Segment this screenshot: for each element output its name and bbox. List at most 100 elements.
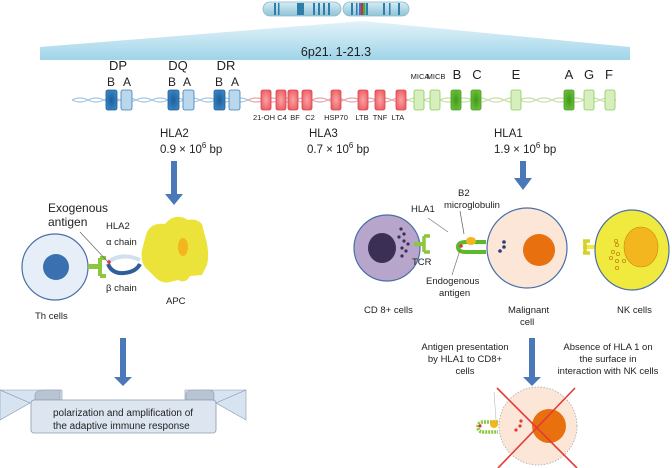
gene-box-c4 [275, 89, 287, 111]
antigen-presentation-text-3: cells [455, 366, 474, 377]
gene-box-21-oh [260, 89, 272, 111]
gene-dp-b: B [107, 75, 115, 89]
down-arrow-hla2 [165, 161, 183, 205]
chromosome-6 [262, 1, 410, 17]
size-exponent: 6 [202, 141, 207, 150]
response-banner [0, 389, 247, 434]
hla1-pointer [427, 217, 449, 233]
down-arrow-malignant [523, 338, 541, 386]
gene-box-hsp70 [330, 89, 342, 111]
malignant-cell [486, 207, 568, 289]
exogenous-antigen-label-2: antigen [48, 215, 87, 229]
gene-group-dr: DR [217, 58, 236, 73]
region-size-hla2: 0.9 × 106 bp [160, 141, 222, 156]
dna-strand [71, 97, 617, 103]
gene-box-lta [395, 89, 407, 111]
antigen-presentation-text-2: by HLA1 to CD8+ [428, 354, 503, 365]
locus-label: 6p21. 1-21.3 [301, 45, 371, 59]
endogenous-antigen-label-2: antigen [439, 288, 470, 299]
th-cell [21, 233, 89, 301]
b2-microglobulin-pointer [459, 210, 465, 235]
size-prefix: 0.7 × 10 [307, 144, 349, 156]
gene-label-hsp70: HSP70 [324, 113, 348, 122]
tcr-label: TCR [412, 257, 432, 268]
down-arrow-hla1 [514, 161, 532, 190]
size-unit: bp [353, 144, 369, 156]
gene-label-g: G [584, 67, 594, 82]
region-size-hla3: 0.7 × 106 bp [307, 141, 369, 156]
hla2-gene-cluster: DP B A DQ B A DR B A [105, 58, 241, 111]
gene-label-mica: MICA [411, 72, 430, 81]
gene-box-c [470, 89, 482, 111]
hla3-gene-cluster: 21-OH C4 BF C2 HSP70 LTB TNF LTA [253, 89, 407, 122]
endogenous-antigen-pointer [451, 249, 461, 276]
gene-label-e: E [512, 67, 521, 82]
gene-box-ltb [357, 89, 369, 111]
gene-label-f: F [605, 67, 613, 82]
gene-label-ltb: LTB [355, 113, 368, 122]
region-hla1: HLA1 1.9 × 106 bp [494, 128, 556, 156]
gene-box-a [563, 89, 575, 111]
gene-label-micb: MICB [427, 72, 446, 81]
gene-dr-b: B [215, 75, 223, 89]
gene-box-b [450, 89, 462, 111]
th-receptor-icon [88, 256, 106, 278]
hla1-gene-cluster: MICA MICB B C E A G F [411, 67, 616, 111]
gene-group-dq: DQ [168, 58, 188, 73]
chromosome-band-highlight-green [363, 3, 366, 15]
malignant-cell-label-1: Malignant [508, 305, 550, 316]
gene-box-micb [429, 89, 441, 111]
gene-label-c2: C2 [305, 113, 315, 122]
region-name-hla2: HLA2 [160, 128, 189, 140]
chromosome-band-highlight-blue [359, 3, 361, 15]
banner-text-line-1: polarization and amplification of [53, 408, 193, 419]
gene-dq-a: A [183, 75, 191, 89]
region-hla2: HLA2 0.9 × 106 bp [160, 128, 222, 156]
nk-granules [609, 238, 627, 270]
gene-box-dp-b [105, 89, 118, 111]
malignant-antigen-dots [498, 240, 506, 253]
size-prefix: 1.9 × 10 [494, 144, 536, 156]
region-name-hla1: HLA1 [494, 128, 523, 140]
malignant-cell-label-2: cell [520, 317, 534, 328]
exogenous-antigen-dot [107, 260, 111, 264]
gene-label-21-oh: 21-OH [253, 113, 275, 122]
gene-box-c2 [301, 89, 313, 111]
apc-label: APC [166, 296, 186, 307]
exogenous-antigen-pointer [79, 231, 109, 263]
gene-group-dp: DP [109, 58, 127, 73]
gene-box-f [604, 89, 616, 111]
size-prefix: 0.9 × 10 [160, 144, 202, 156]
b2-microglobulin-icon [466, 237, 476, 245]
endogenous-antigen-dot [459, 244, 463, 248]
gene-box-tnf [374, 89, 386, 111]
size-unit: bp [206, 144, 222, 156]
region-name-hla3: HLA3 [309, 128, 338, 140]
b2-microglobulin-label-1: B2 [458, 188, 470, 199]
region-hla3: HLA3 0.7 × 106 bp [307, 128, 369, 156]
gene-box-e [510, 89, 522, 111]
chromosome-band-highlight-red [361, 3, 363, 15]
region-size-hla1: 1.9 × 106 bp [494, 141, 556, 156]
b2-microglobulin-label-2: microglobulin [444, 200, 500, 211]
th-cells-label: Th cells [35, 311, 68, 322]
gene-box-dq-a [182, 89, 195, 111]
gene-box-dp-a [120, 89, 133, 111]
nk-cell [594, 209, 670, 291]
size-exponent: 6 [536, 141, 541, 150]
crossed-hla1-molecule-icon [476, 391, 498, 434]
locus-zoom-trapezoid [40, 21, 630, 60]
gene-box-dr-a [228, 89, 241, 111]
hla1-molecule-label: HLA1 [411, 204, 435, 215]
gene-dr-a: A [231, 75, 239, 89]
cd8-cells-label: CD 8+ cells [364, 305, 413, 316]
down-arrow-banner [114, 338, 132, 386]
gene-box-g [583, 89, 595, 111]
endogenous-antigen-label-1: Endogenous [426, 276, 480, 287]
cd8-cell [353, 214, 421, 282]
gene-label-tnf: TNF [373, 113, 388, 122]
gene-dq-b: B [168, 75, 176, 89]
beta-chain-label: β chain [106, 283, 137, 294]
gene-label-b: B [453, 67, 462, 82]
